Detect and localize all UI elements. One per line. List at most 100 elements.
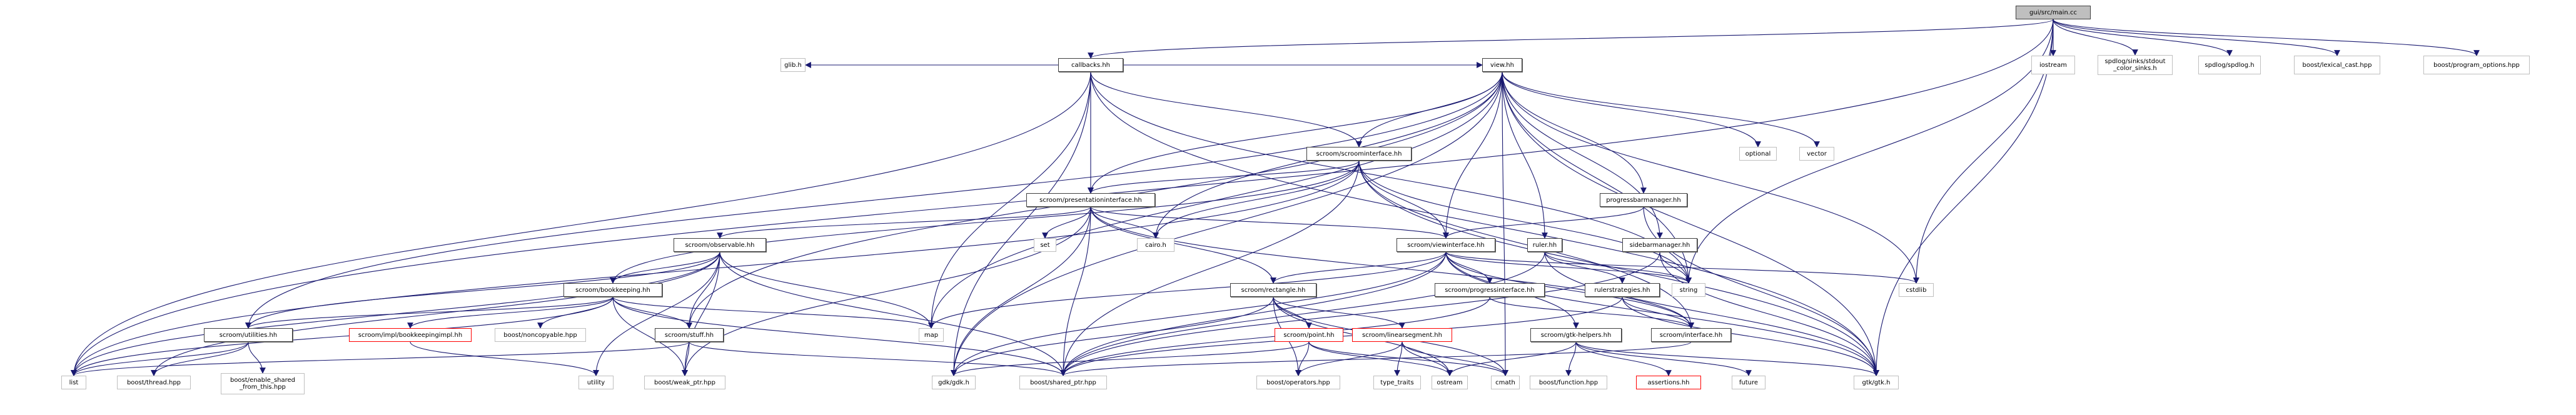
edge-scroomif-to-bookkeeping — [610, 160, 1360, 284]
edge-observable-to-utilities — [245, 251, 720, 329]
node-ruler[interactable]: ruler.hh — [1527, 238, 1562, 252]
edge-point-to-gdk — [951, 341, 1310, 376]
edge-observable-to-stuff — [686, 251, 720, 329]
node-scroomif[interactable]: scroom/scroominterface.hh — [1306, 147, 1412, 161]
edge-view-to-viewif — [1443, 71, 1503, 239]
edge-presif-to-weakptr — [682, 206, 1091, 376]
edge-gtkhelpers-to-function — [1565, 341, 1577, 376]
edge-rulerstrat-to-interface — [1622, 296, 1694, 329]
edge-callbacks-to-scroomif — [1090, 71, 1362, 148]
node-linseg[interactable]: scroom/linearsegment.hh — [1352, 328, 1452, 342]
edge-bookkeeping-to-bkimpl — [407, 296, 614, 329]
node-iostream: iostream — [2031, 56, 2075, 74]
node-utilities[interactable]: scroom/utilities.hh — [204, 328, 293, 342]
edge-viewif-to-cstdlib — [1445, 251, 1919, 284]
edge-stuff-to-weakptr — [682, 341, 690, 376]
edge-main-to-progopts — [2053, 19, 2480, 56]
edge-viewif-to-sharedptr — [1060, 251, 1447, 376]
edge-interface-to-sharedptr — [1060, 341, 1692, 376]
node-sidebar[interactable]: sidebarmanager.hh — [1622, 238, 1697, 252]
edge-rectangle-to-gdk — [951, 296, 1274, 376]
node-rulerstrat[interactable]: rulerstrategies.hh — [1585, 283, 1660, 297]
edge-rectangle-to-linseg — [1273, 296, 1405, 329]
node-observable[interactable]: scroom/observable.hh — [674, 238, 766, 252]
node-weakptr: boost/weak_ptr.hpp — [644, 376, 725, 389]
node-interface[interactable]: scroom/interface.hh — [1651, 328, 1731, 342]
edge-viewif-to-gdk — [951, 251, 1447, 376]
edge-view-to-cmath — [1502, 71, 1508, 376]
node-stuff[interactable]: scroom/stuff.hh — [655, 328, 724, 342]
node-gdk: gdk/gdk.h — [932, 376, 976, 389]
node-main[interactable]: gui/src/main.cc — [2016, 6, 2091, 19]
edge-view-to-gdk — [951, 71, 1503, 376]
edge-observable-to-sharedptr — [719, 251, 1066, 376]
edge-stuff-to-sharedptr — [689, 341, 1066, 376]
edge-gtkhelpers-to-gtk — [1575, 341, 1879, 376]
node-spdlog: spdlog/spdlog.h — [2198, 56, 2261, 74]
node-viewif[interactable]: scroom/viewinterface.hh — [1397, 238, 1495, 252]
edge-ruler-to-string — [1544, 251, 1692, 284]
node-ostream: ostream — [1432, 376, 1468, 389]
edge-bookkeeping-to-stuff — [612, 296, 692, 329]
node-cmath: cmath — [1491, 376, 1520, 389]
node-typetraits: type_traits — [1373, 376, 1421, 389]
edge-observable-to-map — [719, 251, 934, 329]
node-lexcast: boost/lexical_cast.hpp — [2294, 56, 2380, 74]
edge-presif-to-rectangle — [1090, 206, 1276, 284]
edge-callbacks-to-gtk — [1090, 71, 1879, 376]
node-progopts: boost/program_options.hpp — [2423, 56, 2530, 74]
node-view[interactable]: view.hh — [1482, 58, 1522, 72]
edge-callbacks-to-gdk — [951, 71, 1091, 376]
node-gtkhelpers[interactable]: scroom/gtk-helpers.hh — [1530, 328, 1622, 342]
edge-linseg-to-operators — [1295, 341, 1403, 376]
edge-viewif-to-string — [1445, 251, 1692, 284]
node-bookkeeping[interactable]: scroom/bookkeeping.hh — [563, 283, 662, 297]
edge-sidebar-to-string — [1659, 251, 1692, 284]
edge-point-to-cmath — [1308, 341, 1508, 376]
edge-view-to-cstdlib — [1502, 71, 1919, 284]
edge-pbm-to-viewif — [1443, 206, 1644, 239]
node-pbm[interactable]: progressbarmanager.hh — [1600, 193, 1687, 207]
edge-main-to-callbacks — [1088, 19, 2054, 59]
edge-gtkhelpers-to-ostream — [1447, 341, 1577, 376]
edge-gtkhelpers-to-future — [1575, 341, 1752, 376]
node-presif[interactable]: scroom/presentationinterface.hh — [1026, 193, 1155, 207]
edge-point-to-operators — [1295, 341, 1310, 376]
node-list: list — [61, 376, 86, 389]
edge-scroomif-to-string — [1358, 160, 1692, 284]
node-callbacks[interactable]: callbacks.hh — [1058, 58, 1123, 72]
node-assertions[interactable]: assertions.hh — [1636, 376, 1701, 389]
edge-main-to-lexcast — [2053, 19, 2340, 56]
node-sharedptr: boost/shared_ptr.hpp — [1019, 376, 1107, 389]
node-map: map — [919, 328, 944, 342]
edge-view-to-pbm — [1502, 71, 1647, 194]
edge-scroomif-to-cairo — [1153, 160, 1360, 239]
node-string: string — [1672, 283, 1705, 297]
edge-view-to-vector — [1502, 71, 1820, 148]
node-bkimpl[interactable]: scroom/impl/bookkeepingimpl.hh — [349, 328, 472, 342]
edge-gtkhelpers-to-assertions — [1575, 341, 1672, 376]
node-rectangle[interactable]: scroom/rectangle.hh — [1230, 283, 1316, 297]
edge-view-to-ruler — [1502, 71, 1548, 239]
edge-bookkeeping-to-sharedptr — [612, 296, 1066, 376]
node-cairo: cairo.h — [1137, 238, 1174, 252]
node-enableshared: boost/enable_shared _from_this.hpp — [221, 373, 305, 394]
node-spdlogsinks: spdlog/sinks/stdout _color_sinks.h — [2098, 55, 2173, 75]
edge-presif-to-set — [1042, 206, 1091, 239]
edge-bookkeeping-to-noncopyable — [537, 296, 614, 329]
edge-presif-to-viewif — [1090, 206, 1449, 239]
edge-ruler-to-sharedptr — [1060, 251, 1545, 376]
edge-view-to-sidebar — [1502, 71, 1663, 239]
node-set: set — [1034, 238, 1056, 252]
edge-utilities-to-list — [71, 341, 249, 376]
node-noncopyable: boost/noncopyable.hpp — [495, 328, 586, 342]
edge-sidebar-to-gtk — [1659, 251, 1879, 376]
edge-presif-to-interface — [1090, 206, 1694, 329]
edge-viewif-to-progressif — [1445, 251, 1493, 284]
edge-utilities-to-enableshared — [248, 341, 266, 374]
node-progressif[interactable]: scroom/progressinterface.hh — [1435, 283, 1545, 297]
edge-ruler-to-gtk — [1544, 251, 1879, 376]
edge-ruler-to-rulerstrat — [1544, 251, 1625, 284]
node-point[interactable]: scroom/point.hh — [1275, 328, 1343, 342]
